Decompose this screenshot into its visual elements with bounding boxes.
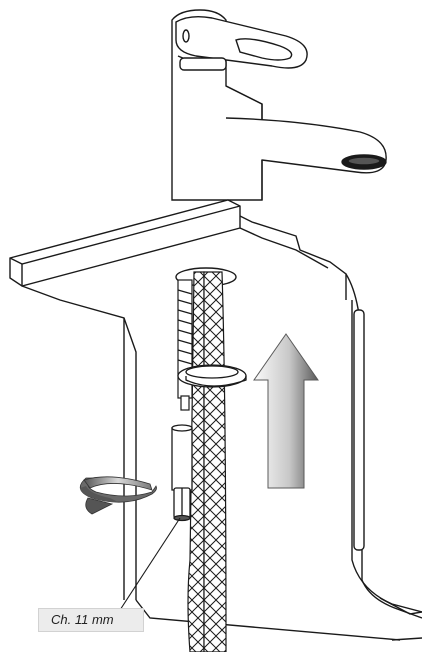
up-arrow-icon xyxy=(253,333,319,489)
braided-hoses xyxy=(187,271,227,652)
wrench-size-label: Ch. 11 mm xyxy=(38,608,144,632)
fixing-nut xyxy=(171,424,193,522)
washer xyxy=(177,364,247,388)
basin-underside xyxy=(123,273,422,641)
callout-leader-line xyxy=(119,517,181,611)
curved-arrow-icon xyxy=(79,476,157,515)
faucet-lever xyxy=(175,15,308,71)
threaded-rod xyxy=(177,279,193,411)
